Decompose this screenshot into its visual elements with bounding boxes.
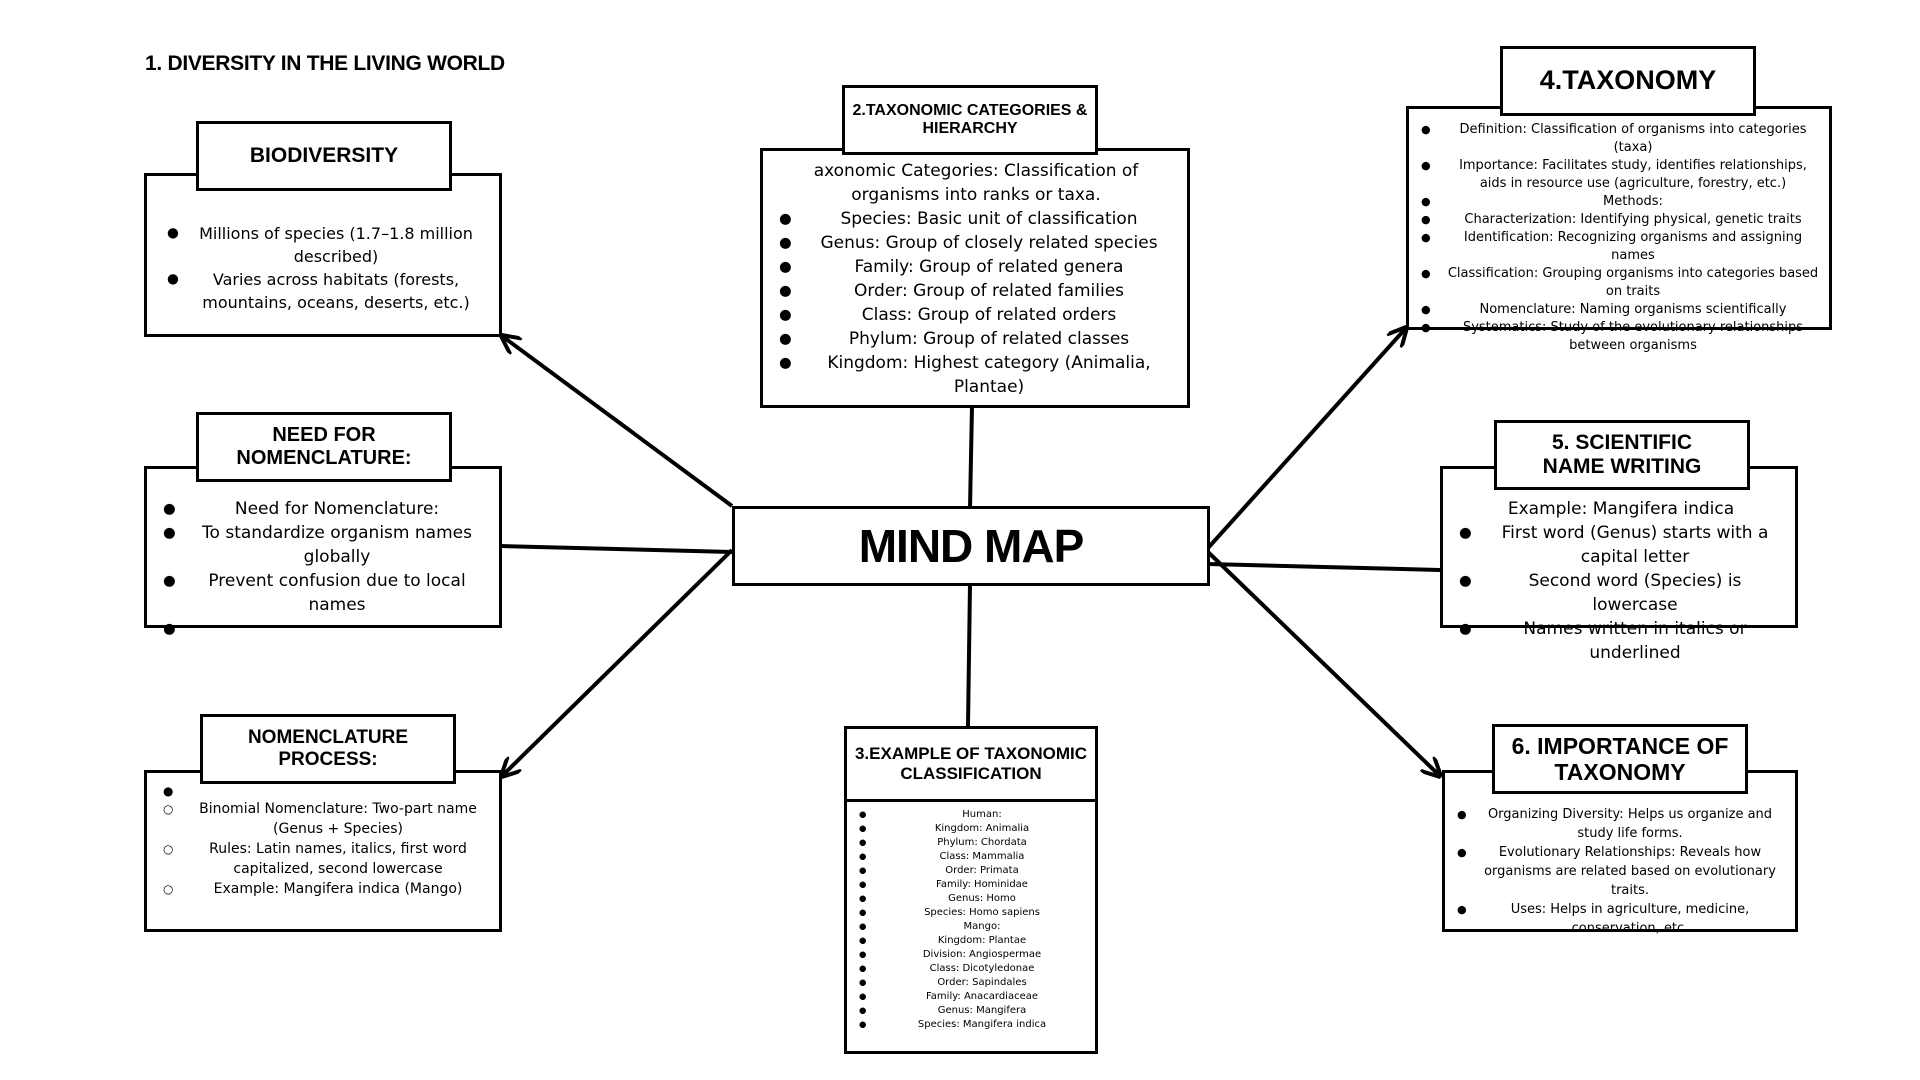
list-item: Organizing Diversity: Helps us organize … — [1457, 805, 1787, 843]
list-item: Names written in italics or underlined — [1459, 617, 1783, 665]
example-classification-box: 3.EXAMPLE OF TAXONOMIC CLASSIFICATION Hu… — [844, 726, 1098, 1054]
line-to-taxonomic-categories — [968, 405, 974, 509]
list-item: Prevent confusion due to local names — [163, 569, 487, 617]
list-item — [163, 617, 487, 641]
list-item: Kingdom: Plantae — [859, 934, 1087, 948]
biodiversity-list: Millions of species (1.7–1.8 million des… — [167, 222, 475, 314]
importance-list: Organizing Diversity: Helps us organize … — [1457, 805, 1787, 938]
list-item: Mango: — [859, 920, 1087, 934]
page-title: 1. DIVERSITY IN THE LIVING WORLD — [145, 52, 505, 75]
list-item: Varies across habitats (forests, mountai… — [167, 268, 475, 314]
list-item: Millions of species (1.7–1.8 million des… — [167, 222, 475, 268]
taxonomic-categories-list: Species: Basic unit of classification Ge… — [779, 207, 1173, 399]
taxonomy-box: Definition: Classification of organisms … — [1406, 106, 1832, 353]
list-item — [163, 781, 489, 801]
list-item: Class: Mammalia — [859, 850, 1087, 864]
importance-box: Organizing Diversity: Helps us organize … — [1442, 770, 1798, 936]
nomenclature-process-heading-text: NOMENCLATURE PROCESS: — [247, 727, 409, 770]
list-item: Kingdom: Animalia — [859, 822, 1087, 836]
taxonomic-categories-heading-text: 2.TAXONOMIC CATEGORIES & HIERARCHY — [852, 101, 1088, 137]
need-nomenclature-heading: NEED FOR NOMENCLATURE: — [196, 412, 452, 482]
taxonomic-categories-intro: axonomic Categories: Classification of o… — [813, 161, 1139, 205]
list-item: Phylum: Group of related classes — [779, 327, 1173, 351]
list-item: Second word (Species) is lowercase — [1459, 569, 1783, 617]
example-classification-heading-text: 3.EXAMPLE OF TAXONOMIC CLASSIFICATION — [854, 744, 1088, 783]
need-nomenclature-list: Need for Nomenclature: To standardize or… — [163, 497, 487, 641]
list-item: Nomenclature: Naming organisms scientifi… — [1421, 301, 1819, 319]
arrow-to-nomenclature-process — [502, 548, 734, 776]
importance-heading: 6. IMPORTANCE OF TAXONOMY — [1492, 724, 1748, 794]
list-item: Species: Mangifera indica — [859, 1018, 1087, 1032]
list-item: To standardize organism names globally — [163, 521, 487, 569]
list-item: Species: Basic unit of classification — [779, 207, 1173, 231]
importance-heading-text: 6. IMPORTANCE OF TAXONOMY — [1511, 732, 1729, 785]
list-item: First word (Genus) starts with a capital… — [1459, 521, 1783, 569]
arrow-to-taxonomy — [1206, 328, 1406, 550]
mind-map-center: MIND MAP — [732, 506, 1210, 586]
nomenclature-process-list: Binomial Nomenclature: Two-part name (Ge… — [163, 781, 489, 899]
taxonomic-categories-heading: 2.TAXONOMIC CATEGORIES & HIERARCHY — [842, 85, 1098, 155]
list-item: Kingdom: Highest category (Animalia, Pla… — [779, 351, 1173, 399]
scientific-name-heading-text: 5. SCIENTIFIC NAME WRITING — [1542, 430, 1702, 478]
line-to-scientific-name — [1207, 562, 1441, 572]
list-item: Class: Group of related orders — [779, 303, 1173, 327]
taxonomic-categories-box: axonomic Categories: Classification of o… — [760, 148, 1190, 408]
need-nomenclature-box: Need for Nomenclature: To standardize or… — [144, 466, 502, 641]
list-item: Evolutionary Relationships: Reveals how … — [1457, 843, 1787, 900]
list-item: Human: — [859, 808, 1087, 822]
list-item: Family: Anacardiaceae — [859, 990, 1087, 1004]
taxonomy-heading-text: 4.TAXONOMY — [1539, 65, 1717, 96]
list-item: Identification: Recognizing organisms an… — [1421, 229, 1819, 265]
taxonomy-heading: 4.TAXONOMY — [1500, 46, 1756, 116]
list-item: Class: Dicotyledonae — [859, 962, 1087, 976]
list-item: Species: Homo sapiens — [859, 906, 1087, 920]
biodiversity-heading-text: BIODIVERSITY — [249, 143, 399, 167]
line-to-example-classification — [966, 583, 972, 727]
list-item: Characterization: Identifying physical, … — [1421, 211, 1819, 229]
nomenclature-process-box: Binomial Nomenclature: Two-part name (Ge… — [144, 770, 502, 932]
scientific-name-box: Example: Mangifera indica First word (Ge… — [1440, 466, 1798, 663]
example-classification-heading: 3.EXAMPLE OF TAXONOMIC CLASSIFICATION — [847, 729, 1095, 802]
list-item: Importance: Facilitates study, identifie… — [1421, 157, 1819, 193]
biodiversity-box: Millions of species (1.7–1.8 million des… — [144, 173, 502, 337]
list-item: Order: Group of related families — [779, 279, 1173, 303]
list-item: Uses: Helps in agriculture, medicine, co… — [1457, 900, 1787, 938]
arrow-to-biodiversity — [502, 336, 734, 508]
list-item: Genus: Homo — [859, 892, 1087, 906]
list-item: Family: Group of related genera — [779, 255, 1173, 279]
mind-map-title: MIND MAP — [858, 519, 1085, 572]
list-item: Binomial Nomenclature: Two-part name (Ge… — [163, 799, 489, 839]
list-item: Methods: — [1421, 193, 1819, 211]
list-item: Systematics: Study of the evolutionary r… — [1421, 319, 1819, 355]
scientific-name-heading: 5. SCIENTIFIC NAME WRITING — [1494, 420, 1750, 490]
list-item: Family: Hominidae — [859, 878, 1087, 892]
list-item: Definition: Classification of organisms … — [1421, 121, 1819, 157]
list-item: Division: Angiospermae — [859, 948, 1087, 962]
biodiversity-heading: BIODIVERSITY — [196, 121, 452, 191]
list-item: Classification: Grouping organisms into … — [1421, 265, 1819, 301]
list-item: Example: Mangifera indica (Mango) — [163, 879, 489, 899]
example-classification-list: Human: Kingdom: Animalia Phylum: Chordat… — [847, 802, 1095, 1032]
need-nomenclature-heading-text: NEED FOR NOMENCLATURE: — [236, 424, 412, 469]
scientific-name-list: First word (Genus) starts with a capital… — [1459, 521, 1783, 665]
taxonomy-list: Definition: Classification of organisms … — [1421, 121, 1819, 355]
nomenclature-process-heading: NOMENCLATURE PROCESS: — [200, 714, 456, 784]
list-item: Genus: Group of closely related species — [779, 231, 1173, 255]
list-item: Phylum: Chordata — [859, 836, 1087, 850]
line-to-need-nomenclature — [499, 544, 733, 554]
list-item: Genus: Mangifera — [859, 1004, 1087, 1018]
list-item: Need for Nomenclature: — [163, 497, 487, 521]
arrow-to-importance — [1206, 550, 1440, 776]
list-item: Rules: Latin names, italics, first word … — [163, 839, 489, 879]
list-item: Order: Primata — [859, 864, 1087, 878]
list-item: Order: Sapindales — [859, 976, 1087, 990]
scientific-name-intro: Example: Mangifera indica — [1507, 499, 1735, 519]
